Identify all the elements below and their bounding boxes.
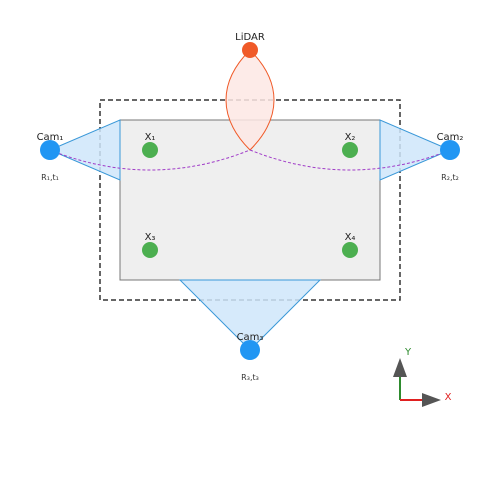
target-x1-label: X₁: [145, 132, 156, 143]
lidar-sensor: [242, 42, 258, 58]
cam3-pose: R₃,t₃: [241, 373, 259, 382]
cam2-sensor: [440, 140, 460, 160]
cam2-pose: R₂,t₂: [441, 173, 459, 182]
x-axis-label: X: [445, 392, 452, 403]
target-x3-marker: [142, 242, 158, 258]
cam1-label: Cam₁: [37, 132, 64, 143]
x-axis-arrowhead: [422, 393, 441, 407]
cam1-pose: R₁,t₁: [41, 173, 59, 182]
overlap-arc-cam1-lidar: [49, 149, 251, 171]
cam3-sensor: [240, 340, 260, 360]
lidar-label: LiDAR: [235, 32, 265, 43]
target-x3-label: X₃: [145, 232, 156, 243]
cam3-label: Cam₃: [237, 332, 264, 343]
cam2-label: Cam₂: [437, 132, 464, 143]
target-x2-marker: [342, 142, 358, 158]
overlap-arc-lidar-cam2: [249, 149, 451, 171]
cam2-fov: [379, 119, 452, 181]
target-x4-label: X₄: [345, 232, 356, 243]
cam1-sensor: [40, 140, 60, 160]
cam3-fov: [178, 279, 322, 351]
target-x2-label: X₂: [345, 132, 356, 143]
y-axis-label: Y: [404, 347, 412, 358]
target-x4-marker: [342, 242, 358, 258]
y-axis-arrowhead: [393, 358, 407, 377]
cam1-fov: [48, 119, 121, 181]
target-x1-marker: [142, 142, 158, 158]
